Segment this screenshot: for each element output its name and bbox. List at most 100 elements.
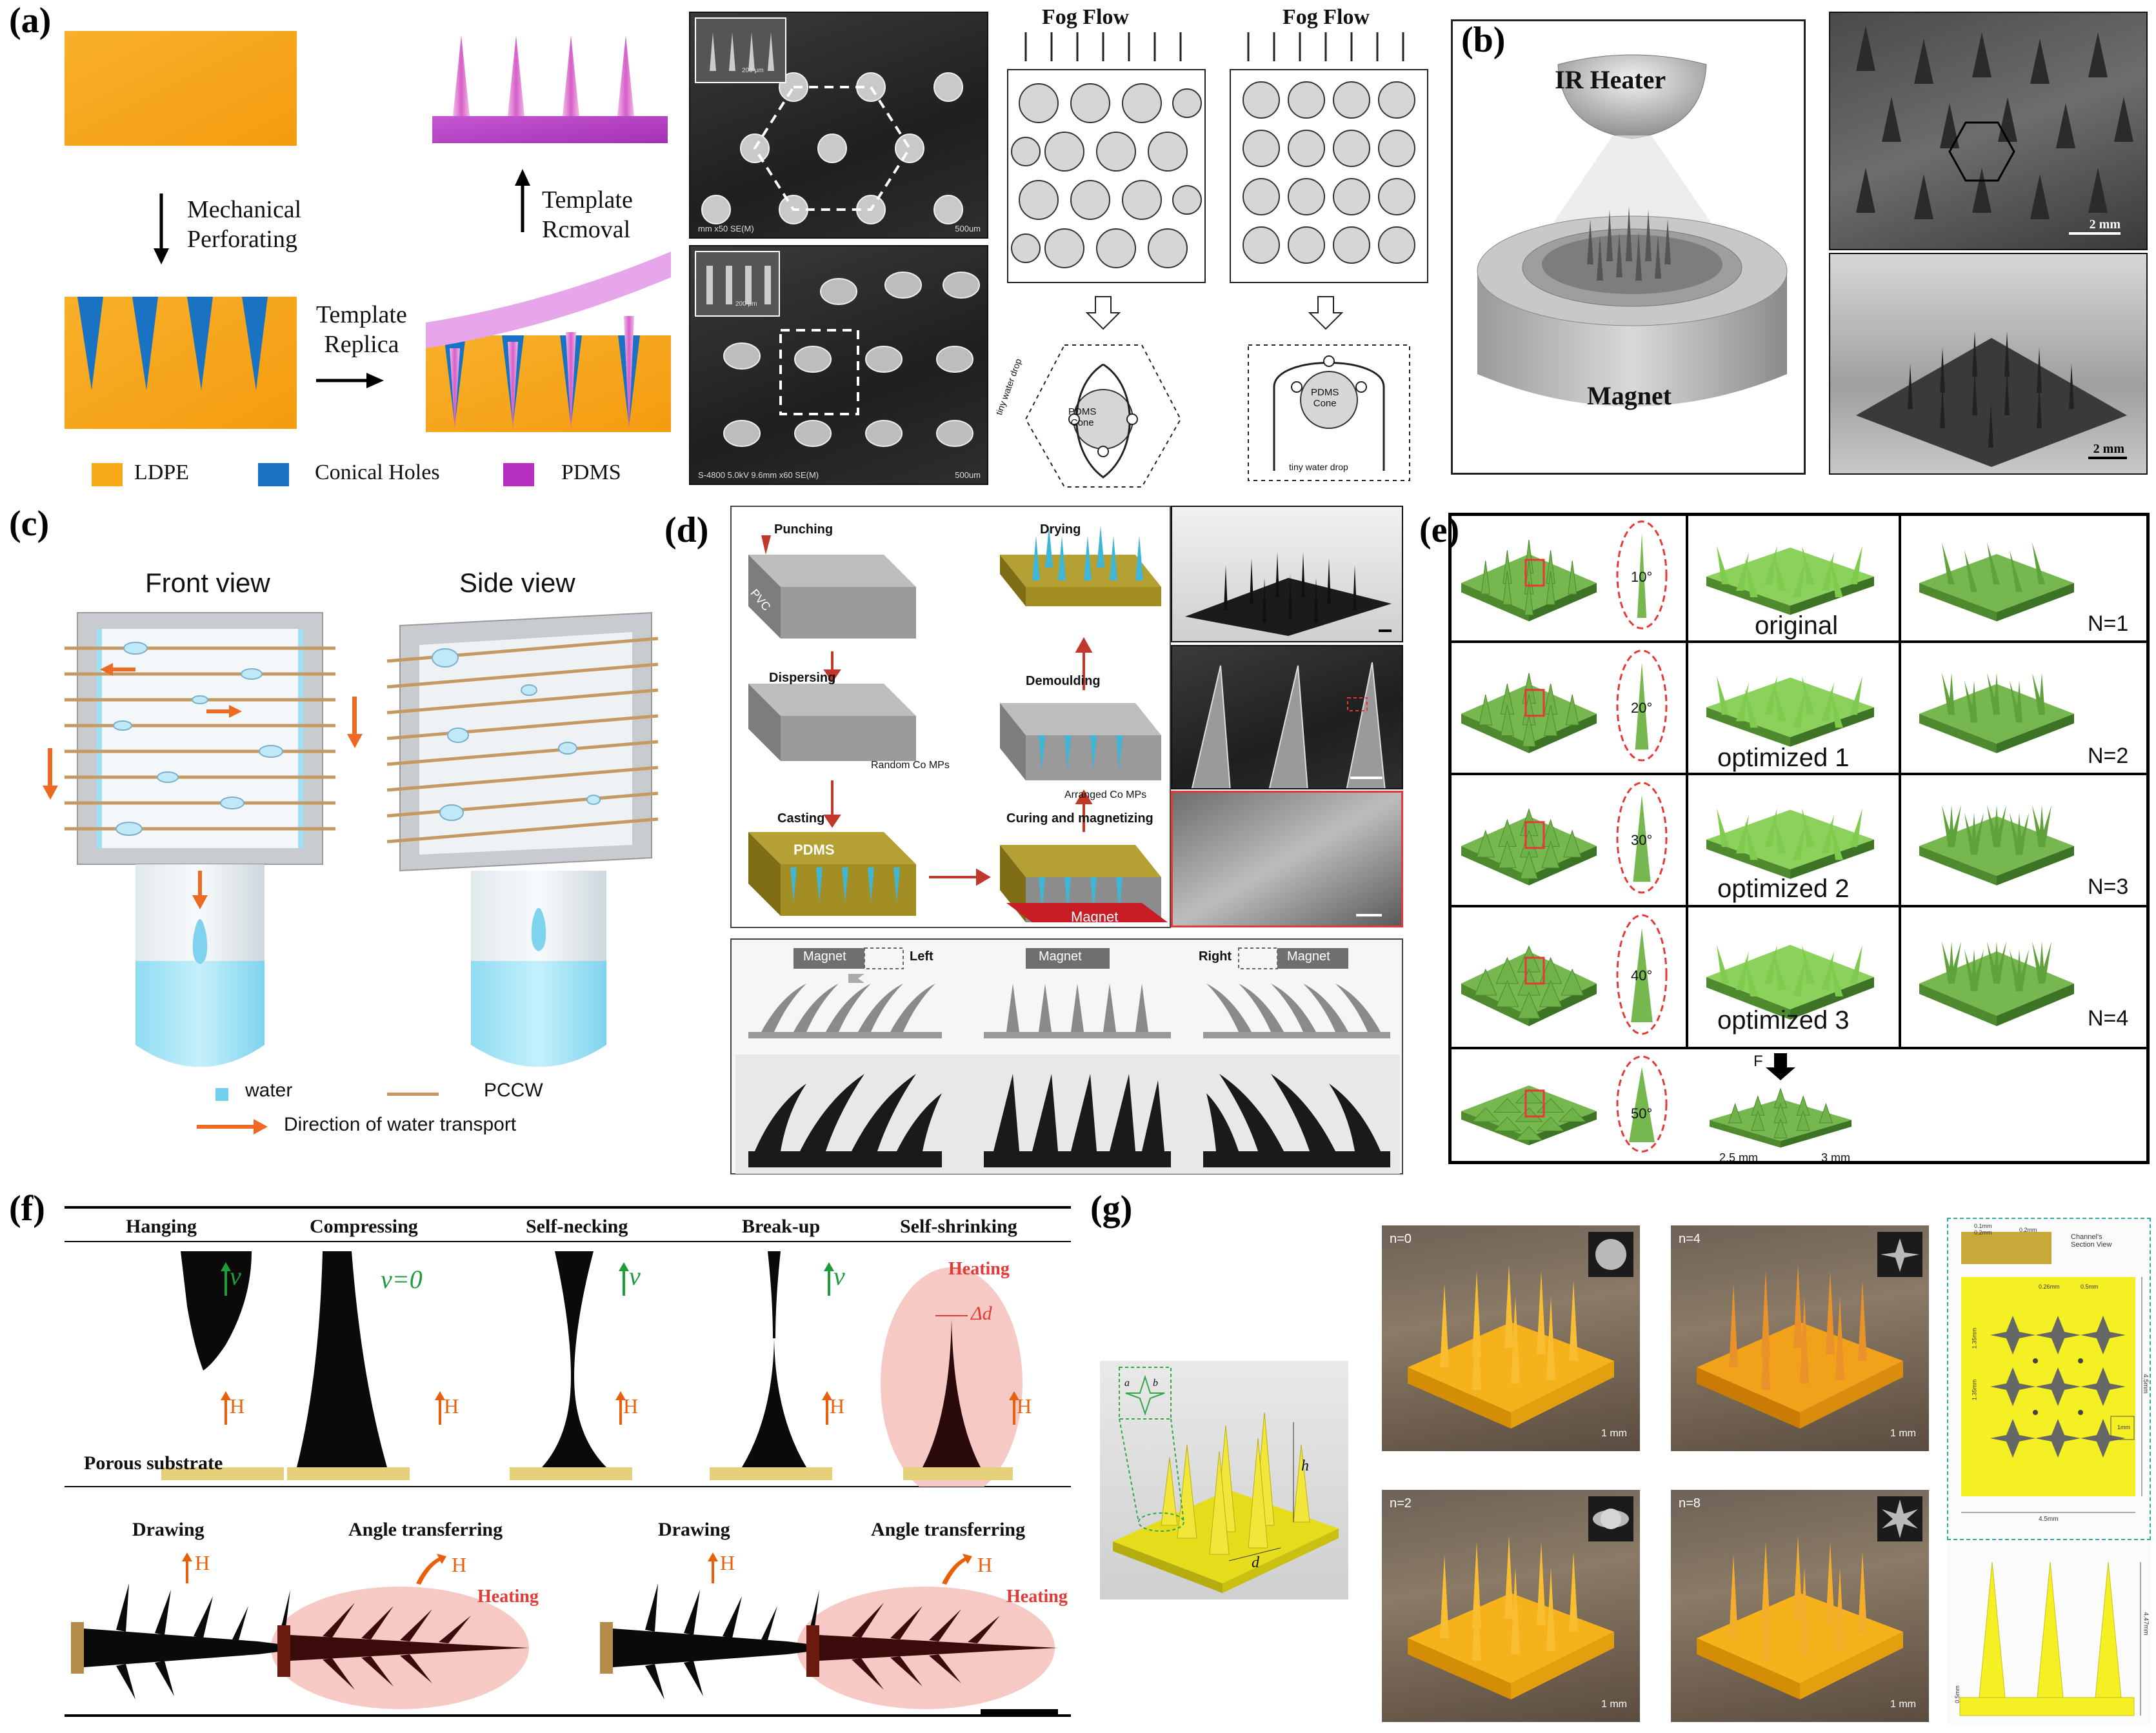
g-dim-4: 0.5mm	[2081, 1283, 2099, 1290]
ldpe-block	[65, 31, 297, 146]
label-n2: N=2	[2088, 744, 2129, 768]
panel-f-bottom-images	[71, 1552, 1058, 1714]
sem-image-bottom: S-4800 5.0kV 9.6mm x60 SE(M) 500um 200 μ…	[689, 245, 988, 485]
front-view-title: Front view	[145, 568, 270, 598]
legend-pccw-line	[387, 1093, 439, 1096]
f-h-bottom-4: H	[977, 1553, 993, 1576]
g-dim-5: 1.35mm	[1971, 1327, 1978, 1349]
panel-d-process-frame	[730, 506, 1171, 928]
step-random-mps: Random Co MPs	[871, 760, 950, 771]
panel-d-sem-cones	[1171, 645, 1403, 789]
legend-conical-holes: Conical Holes	[315, 460, 440, 484]
label-n3: N=3	[2088, 875, 2129, 899]
step-dispersing: Dispersing	[769, 671, 836, 685]
g-d-label: d	[1252, 1554, 1259, 1571]
panel-a-template-schematic	[65, 31, 671, 486]
f-h-bottom-2: H	[452, 1553, 467, 1576]
ir-heater-label: IR Heater	[1555, 65, 1666, 94]
dim-2-5mm: 2.5 mm	[1719, 1151, 1759, 1164]
legend-pccw: PCCW	[484, 1080, 543, 1101]
step-punching: Punching	[774, 522, 833, 537]
sem-top-scale: 500um	[955, 224, 981, 233]
f-h-bottom-3: H	[720, 1551, 735, 1574]
sem-image-top: mm x50 SE(M) 500um 200 μm	[689, 12, 988, 239]
panel-b-label: (b)	[1461, 20, 1506, 60]
legend-direction: Direction of water transport	[284, 1114, 517, 1135]
f-bottom-angle-2: Angle transferring	[871, 1519, 1026, 1540]
f-title-break-up: Break-up	[742, 1216, 821, 1237]
g-section-view-label: Channel's Section View	[2071, 1233, 2112, 1249]
panel-e-label: (e)	[1419, 510, 1460, 550]
g-photo-n8: n=8 1 mm	[1671, 1490, 1929, 1722]
panel-b-sem-top: 2 mm	[1829, 12, 2148, 250]
panel-d-sem-closeup	[1171, 791, 1403, 927]
g-photo-n0: n=0 1 mm	[1382, 1225, 1640, 1451]
f-delta-d: Δd	[971, 1303, 992, 1324]
panel-b-top-scale: 2 mm	[2089, 217, 2121, 232]
fog-flow-left-diagram	[1007, 32, 1206, 488]
angle-20: 20°	[1631, 700, 1653, 716]
g-h-label: h	[1301, 1458, 1309, 1474]
f-velocity-4: v	[833, 1262, 845, 1291]
magnet-right-label: Magnet	[1287, 949, 1330, 964]
fog-flow-right-diagram	[1230, 32, 1428, 481]
panel-g-label: (g)	[1090, 1189, 1133, 1229]
f-h-3: H	[623, 1394, 639, 1418]
g-photo-n4: n=4 1 mm	[1671, 1225, 1929, 1451]
f-h-5: H	[1017, 1394, 1032, 1418]
g-n4-scale: 1 mm	[1890, 1428, 1916, 1439]
step-curing: Curing and magnetizing	[1006, 811, 1153, 826]
panel-d-magnet-diagram	[735, 947, 1400, 1174]
angle-40: 40°	[1631, 967, 1653, 984]
g-dim-1: 0.2mm	[1974, 1229, 1992, 1236]
f-velocity-3: v	[629, 1262, 641, 1291]
f-heating-bottom-1: Heating	[477, 1587, 539, 1607]
legend-water: water	[245, 1080, 293, 1101]
g-n2-label: n=2	[1390, 1496, 1412, 1510]
f-title-hanging: Hanging	[126, 1216, 197, 1237]
step-pdms: PDMS	[794, 842, 835, 858]
fog-flow-right-title: Fog Flow	[1283, 5, 1370, 29]
magnet-left-label: Magnet	[803, 949, 846, 964]
fog-left-cone-label: PDMS Cone	[1068, 406, 1097, 428]
g-n8-scale: 1 mm	[1890, 1699, 1916, 1710]
direction-right-label: Right	[1199, 949, 1232, 964]
g-dim-8: 4.5mm	[2039, 1516, 2059, 1523]
panel-c-label: (c)	[9, 504, 50, 544]
f-title-compressing: Compressing	[310, 1216, 418, 1237]
panel-g-schematic: h d a b	[1100, 1361, 1348, 1599]
g-n0-label: n=0	[1390, 1232, 1412, 1246]
template-replica-label: Template Replica	[316, 301, 407, 358]
g-dim-9: 4.5mm	[2141, 1374, 2149, 1394]
label-n1: N=1	[2088, 611, 2129, 636]
panel-a-label: (a)	[9, 1, 52, 41]
sem-top-info: mm x50 SE(M)	[698, 224, 754, 233]
panel-f-top-images	[161, 1251, 1023, 1487]
f-h-1: H	[230, 1394, 245, 1418]
legend-ldpe: LDPE	[134, 460, 189, 484]
panel-d-label: (d)	[664, 510, 709, 550]
f-title-self-shrinking: Self-shrinking	[900, 1216, 1017, 1237]
f-bottom-drawing-2: Drawing	[658, 1519, 730, 1540]
f-bottom-angle-1: Angle transferring	[348, 1519, 503, 1540]
legend-direction-arrow	[197, 1119, 268, 1134]
step-casting: Casting	[777, 811, 825, 826]
dim-3mm: 3 mm	[1821, 1151, 1850, 1164]
panel-f-lines	[65, 1206, 1071, 1717]
g-side-drawing: 4.47mm 0.5mm	[1947, 1543, 2151, 1725]
f-bottom-drawing-1: Drawing	[132, 1519, 205, 1540]
sem-bottom-inset-scale: 200 μm	[735, 301, 757, 308]
mechanical-perforating-label: Mechanical Perforating	[187, 196, 302, 253]
angle-30: 30°	[1631, 832, 1653, 848]
ir-heater-magnet-diagram	[1477, 54, 1788, 406]
force-label: F	[1753, 1053, 1763, 1070]
f-heating-top: Heating	[948, 1259, 1010, 1279]
f-h-bottom-1: H	[195, 1551, 210, 1574]
side-view-title: Side view	[459, 568, 575, 598]
step-magnet: Magnet	[1071, 909, 1119, 925]
g-dim-10: 4.47mm	[2142, 1612, 2150, 1636]
g-dim-7: 1mm	[2117, 1424, 2130, 1431]
angle-10: 10°	[1631, 569, 1653, 585]
g-b-label: b	[1153, 1378, 1158, 1389]
